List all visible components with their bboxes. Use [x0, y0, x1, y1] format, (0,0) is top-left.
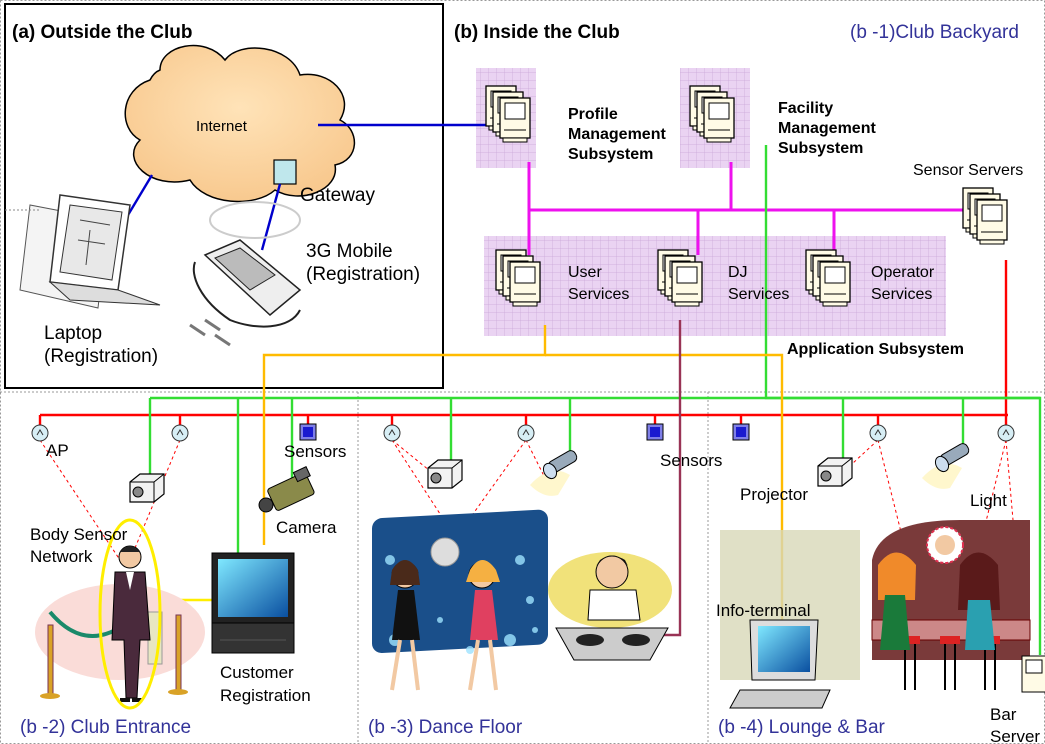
- section-title-lounge: (b -4) Lounge & Bar: [718, 717, 885, 738]
- registration-tv-icon: [211, 552, 295, 654]
- info-terminal-label: Info-terminal: [716, 601, 811, 620]
- customer-registration-label-1: Customer: [220, 663, 294, 682]
- facility-label-1: Facility: [778, 100, 834, 117]
- facility-label-2: Management: [778, 120, 876, 137]
- light-label: Light: [970, 491, 1007, 510]
- mobile-label-2: (Registration): [306, 264, 421, 285]
- gateway-label: Gateway: [300, 185, 375, 206]
- body-sensor-ring: [98, 518, 162, 710]
- sensors-label-dance: Sensors: [660, 451, 723, 470]
- bar-server-label-1: Bar: [990, 705, 1017, 724]
- doorman-figure: [111, 545, 151, 702]
- ap-label: AP: [46, 441, 69, 460]
- dj-services-label-1: DJ: [728, 264, 748, 281]
- body-sensor-label-2: Network: [30, 547, 93, 566]
- section-title-outside: (a) Outside the Club: [12, 22, 193, 43]
- application-panel: [484, 236, 946, 336]
- section-title-inside: (b) Inside the Club: [454, 22, 620, 43]
- internet-label: Internet: [196, 118, 247, 135]
- sensor-server-icon: [963, 188, 1007, 244]
- magenta-bus: [527, 162, 985, 255]
- mobile-label-1: 3G Mobile: [306, 241, 393, 262]
- info-terminal-icon: [729, 619, 831, 709]
- section-title-dance-floor: (b -3) Dance Floor: [368, 717, 523, 738]
- user-services-label-2: Services: [568, 286, 630, 303]
- gateway-box: [273, 159, 297, 185]
- dj-figure: [548, 552, 672, 661]
- operator-services-label-1: Operator: [871, 264, 935, 281]
- ap-icon: [31, 424, 1015, 442]
- body-sensor-label-1: Body Sensor: [30, 525, 128, 544]
- profile-label-2: Management: [568, 126, 666, 143]
- laptop-icon: [5, 194, 161, 309]
- bar-scene: [871, 520, 1031, 690]
- bar-server-icon: [1021, 655, 1045, 693]
- laptop-label-1: Laptop: [44, 323, 103, 344]
- camera-icon: [258, 466, 315, 513]
- sensor-servers-label: Sensor Servers: [913, 162, 1024, 179]
- dj-services-label-2: Services: [728, 286, 790, 303]
- user-services-label-1: User: [568, 264, 602, 281]
- projector-label: Projector: [740, 485, 809, 504]
- laptop-label-2: (Registration): [44, 346, 159, 367]
- section-title-backyard: (b -1)Club Backyard: [850, 22, 1019, 43]
- application-subsystem-label: Application Subsystem: [787, 341, 964, 358]
- customer-registration-label-2: Registration: [220, 686, 311, 705]
- profile-label-1: Profile: [568, 106, 618, 123]
- bar-server-label-2: Server: [990, 727, 1041, 744]
- operator-services-label-2: Services: [871, 286, 933, 303]
- disco-ball-icon: [430, 537, 460, 567]
- mobile-phone-icon: [189, 201, 302, 347]
- internet-cloud: [124, 44, 356, 203]
- facility-label-3: Subsystem: [778, 140, 864, 157]
- camera-label: Camera: [276, 518, 337, 537]
- profile-label-3: Subsystem: [568, 146, 654, 163]
- sensors-label-entrance: Sensors: [284, 442, 347, 461]
- dancer-figures: [390, 560, 500, 691]
- section-title-entrance: (b -2) Club Entrance: [20, 717, 192, 738]
